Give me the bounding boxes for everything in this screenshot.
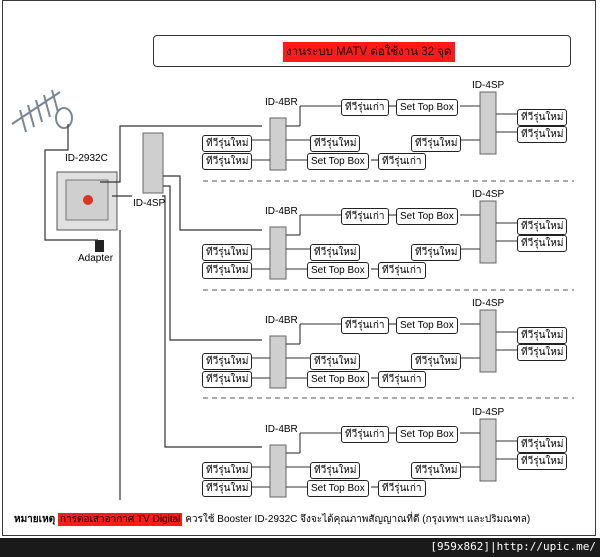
group-devices <box>250 418 517 498</box>
group-devices <box>250 91 517 171</box>
tv-new-box: ทีวีรุ่นใหม่ <box>517 235 568 252</box>
tv-new-box: ทีวีรุ่นใหม่ <box>202 244 253 261</box>
tv-old-box: ทีวีรุ่นเก่า <box>378 262 426 279</box>
tv-old-box: ทีวีรุ่นเก่า <box>378 153 426 170</box>
tv-new-box: ทีวีรุ่นใหม่ <box>517 453 568 470</box>
tv-new-box: ทีวีรุ่นใหม่ <box>202 371 253 388</box>
splitter-icon <box>479 91 497 155</box>
tv-new-box: ทีวีรุ่นใหม่ <box>517 218 568 235</box>
note: หมายเหตุ การต่อเสาอากาศ TV Digital ควรใช… <box>14 512 530 527</box>
stb-box: Set Top Box <box>307 262 369 279</box>
group-devices <box>250 200 517 280</box>
tv-old-box: ทีวีรุ่นเก่า <box>378 371 426 388</box>
tv-old-box: ทีวีรุ่นเก่า <box>341 426 389 443</box>
splitter-label: ID-4SP <box>472 298 505 309</box>
branch-icon <box>269 226 287 280</box>
tv-old-box: ทีวีรุ่นเก่า <box>341 208 389 225</box>
footer-text: [959x862]|http://upic.me/ <box>430 540 596 553</box>
note-prefix: หมายเหตุ <box>14 514 56 525</box>
splitter-label: ID-4SP <box>472 189 505 200</box>
tv-new-box: ทีวีรุ่นใหม่ <box>310 353 361 370</box>
tv-new-box: ทีวีรุ่นใหม่ <box>310 462 361 479</box>
note-highlight: การต่อเสาอากาศ TV Digital <box>57 513 183 526</box>
tv-old-box: ทีวีรุ่นเก่า <box>341 99 389 116</box>
adapter-label: Adapter <box>78 253 114 264</box>
diagram-frame <box>2 0 596 536</box>
stb-box: Set Top Box <box>396 317 458 334</box>
antenna-icon <box>11 89 73 133</box>
tv-new-box: ทีวีรุ่นใหม่ <box>517 109 568 126</box>
booster-label: ID-2932C <box>65 153 108 164</box>
stb-box: Set Top Box <box>307 153 369 170</box>
stb-box: Set Top Box <box>307 480 369 497</box>
branch-label: ID-4BR <box>265 206 298 217</box>
booster-icon <box>56 171 118 231</box>
group-devices <box>250 309 517 389</box>
tv-old-box: ทีวีรุ่นเก่า <box>378 480 426 497</box>
tv-new-box: ทีวีรุ่นใหม่ <box>517 436 568 453</box>
tv-new-box: ทีวีรุ่นใหม่ <box>411 244 462 261</box>
tv-new-box: ทีวีรุ่นใหม่ <box>202 480 253 497</box>
splitter-icon <box>479 200 497 264</box>
branch-icon <box>269 117 287 171</box>
tv-new-box: ทีวีรุ่นใหม่ <box>310 244 361 261</box>
tv-new-box: ทีวีรุ่นใหม่ <box>411 135 462 152</box>
tv-new-box: ทีวีรุ่นใหม่ <box>517 344 568 361</box>
splitter-label: ID-4SP <box>472 407 505 418</box>
tv-new-box: ทีวีรุ่นใหม่ <box>310 135 361 152</box>
branch-icon <box>269 335 287 389</box>
note-text: ควรใช้ Booster ID-2932C จึงจะได้คุณภาพสั… <box>185 514 531 525</box>
branch-label: ID-4BR <box>265 424 298 435</box>
stb-box: Set Top Box <box>396 208 458 225</box>
group-separators <box>203 180 574 399</box>
wiring-diagram <box>11 89 574 500</box>
branch-icon <box>269 444 287 498</box>
tv-new-box: ทีวีรุ่นใหม่ <box>202 353 253 370</box>
tv-new-box: ทีวีรุ่นใหม่ <box>411 353 462 370</box>
stb-box: Set Top Box <box>307 371 369 388</box>
main-splitter-label: ID-4SP <box>133 198 166 209</box>
page-title: งานระบบ MATV ต่อใช้งาน 32 จุด <box>283 42 455 62</box>
main-splitter-icon <box>142 132 164 194</box>
splitter-label: ID-4SP <box>472 80 505 91</box>
stb-box: Set Top Box <box>396 426 458 443</box>
tv-new-box: ทีวีรุ่นใหม่ <box>202 153 253 170</box>
tv-new-box: ทีวีรุ่นใหม่ <box>202 262 253 279</box>
tv-new-box: ทีวีรุ่นใหม่ <box>202 462 253 479</box>
tv-new-box: ทีวีรุ่นใหม่ <box>411 462 462 479</box>
branch-label: ID-4BR <box>265 315 298 326</box>
tv-new-box: ทีวีรุ่นใหม่ <box>517 327 568 344</box>
tv-new-box: ทีวีรุ่นใหม่ <box>202 135 253 152</box>
branch-label: ID-4BR <box>265 97 298 108</box>
stb-box: Set Top Box <box>396 99 458 116</box>
splitter-icon <box>479 418 497 482</box>
tv-old-box: ทีวีรุ่นเก่า <box>341 317 389 334</box>
tv-new-box: ทีวีรุ่นใหม่ <box>517 126 568 143</box>
splitter-icon <box>479 309 497 373</box>
footer-bar <box>0 538 600 557</box>
adapter-icon <box>95 240 104 252</box>
cable-lines <box>44 124 262 500</box>
